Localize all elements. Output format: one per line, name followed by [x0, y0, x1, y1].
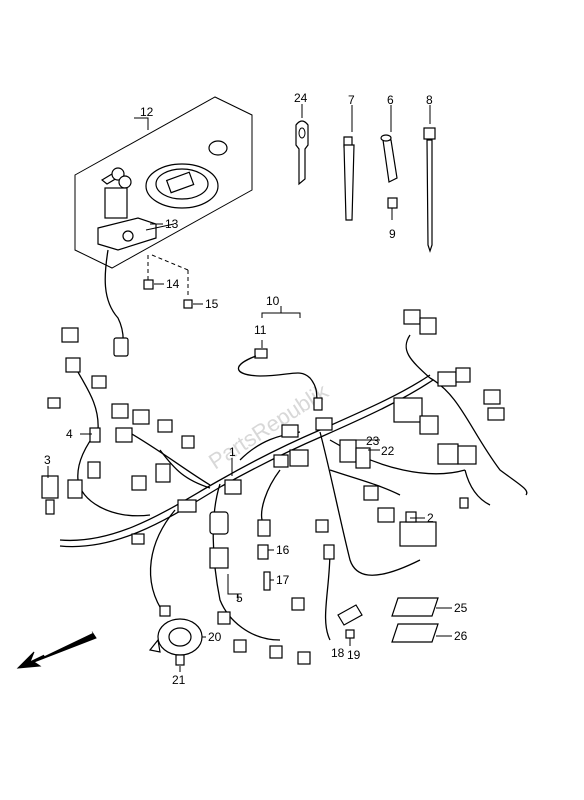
watermark-text: PartsRepublik — [204, 378, 333, 474]
leader-lines — [47, 223, 452, 672]
callout-6: 6 — [387, 93, 394, 107]
callout-4: 4 — [66, 427, 73, 441]
callout-17: 17 — [276, 573, 290, 587]
sensor-wire-group — [237, 306, 323, 411]
callout-26: 26 — [454, 629, 468, 643]
callout-1: 1 — [229, 445, 236, 459]
connectors — [41, 309, 505, 665]
callout-14: 14 — [166, 277, 180, 291]
pads — [391, 597, 439, 643]
small-parts-top-right — [295, 104, 436, 253]
callout-16: 16 — [276, 543, 290, 557]
callout-15: 15 — [205, 297, 219, 311]
callout-22: 22 — [381, 444, 395, 458]
front-direction-arrow-icon — [16, 630, 97, 669]
callout-labels: 1 2 3 4 5 6 7 8 9 10 11 12 13 14 15 16 1… — [44, 91, 468, 687]
callout-10: 10 — [266, 294, 280, 308]
callout-5: 5 — [236, 591, 243, 605]
callout-11: 11 — [254, 323, 267, 337]
callout-9: 9 — [389, 227, 396, 241]
callout-3: 3 — [44, 453, 51, 467]
watermark: PartsRepublik — [204, 378, 333, 474]
callout-19: 19 — [347, 648, 361, 662]
horn — [148, 605, 203, 666]
callout-23: 23 — [366, 434, 380, 448]
callout-7: 7 — [348, 93, 355, 107]
callout-12: 12 — [140, 105, 154, 119]
callout-20: 20 — [208, 630, 222, 644]
callout-21: 21 — [172, 673, 186, 687]
callout-24: 24 — [294, 91, 308, 105]
callout-2: 2 — [427, 511, 434, 525]
callout-25: 25 — [454, 601, 468, 615]
callout-18: 18 — [331, 646, 345, 660]
callout-8: 8 — [426, 93, 433, 107]
ignition-set-group — [74, 96, 253, 357]
callout-13: 13 — [165, 217, 179, 231]
